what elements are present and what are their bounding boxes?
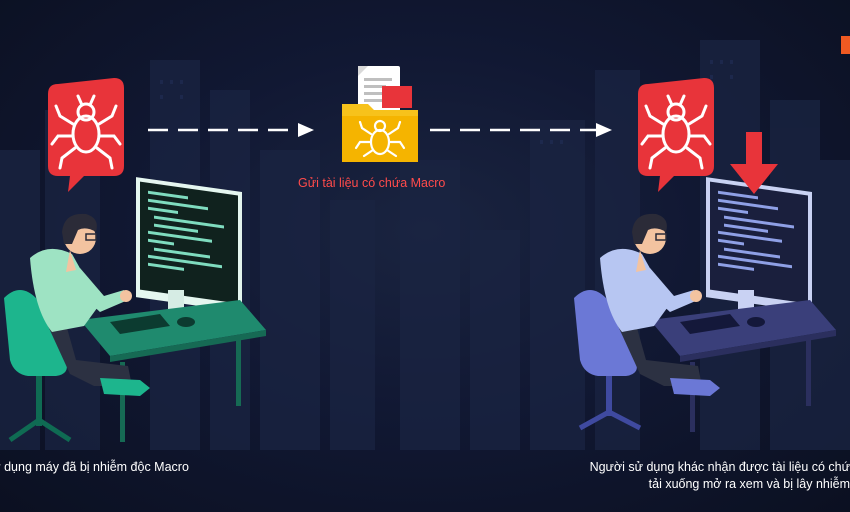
virus-badge-left bbox=[48, 78, 124, 192]
bug-icon bbox=[640, 94, 712, 170]
caption-infected-user: sử dụng máy đã bị nhiễm độc Macro bbox=[0, 459, 260, 476]
caption-right-line-1: Người sử dụng khác nhận được tài liệu có… bbox=[589, 460, 850, 474]
transfer-arrow-1 bbox=[148, 123, 314, 137]
bug-icon bbox=[354, 119, 406, 158]
monitor-left bbox=[136, 177, 242, 319]
bug-icon bbox=[50, 94, 122, 170]
caption-left-text: sử dụng máy đã bị nhiễm độc Macro bbox=[0, 460, 189, 474]
transfer-label: Gửi tài liệu có chứa Macro bbox=[298, 176, 446, 190]
download-arrow-icon bbox=[730, 132, 778, 194]
infected-document-folder bbox=[342, 66, 418, 162]
caption-target-user: Người sử dụng khác nhận được tài liệu có… bbox=[590, 459, 850, 493]
person-left bbox=[30, 213, 150, 396]
caption-right-line-2: tải xuống mở ra xem và bị lây nhiễm bbox=[648, 477, 850, 491]
brand-logo-fragment bbox=[841, 36, 850, 54]
person-right bbox=[600, 213, 720, 396]
virus-badge-right bbox=[638, 78, 714, 192]
target-user-workstation bbox=[574, 132, 836, 432]
infected-user-workstation bbox=[4, 177, 266, 443]
monitor-right bbox=[706, 177, 812, 319]
transfer-arrow-2 bbox=[430, 123, 612, 137]
